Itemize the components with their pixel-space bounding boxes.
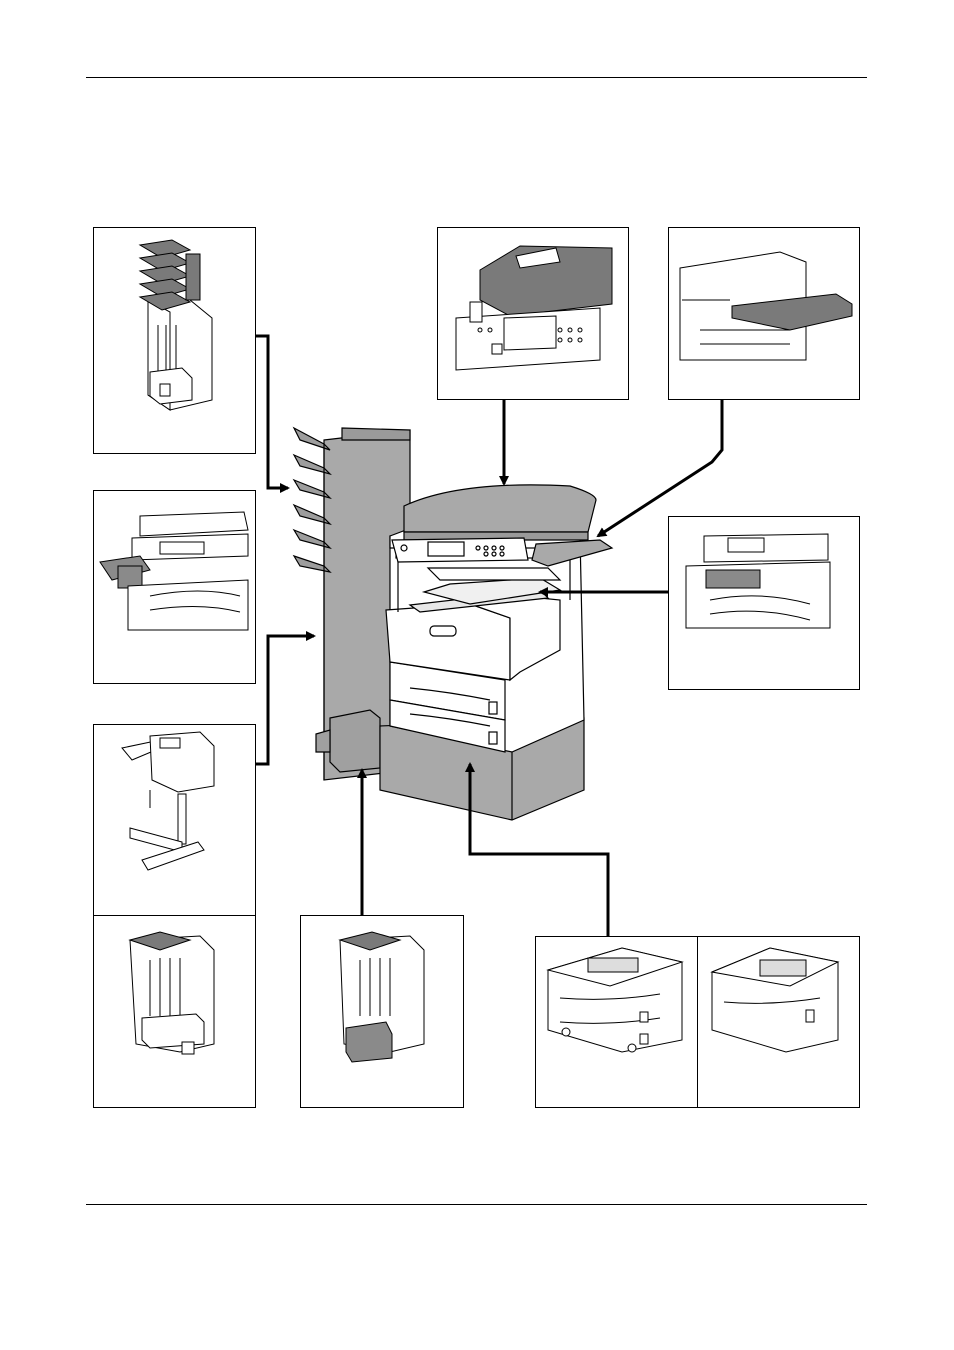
document-processor-icon — [456, 246, 612, 370]
folding-finisher-icon — [340, 932, 424, 1062]
job-separator-icon — [686, 534, 830, 628]
side-output-tray-icon — [680, 252, 852, 360]
document-finisher-icon — [130, 932, 214, 1054]
inner-tray — [428, 568, 560, 580]
paper-feeder-dual-icon — [548, 948, 682, 1052]
large-capacity-feeder-icon — [712, 948, 838, 1052]
stand-finisher-icon — [122, 732, 214, 870]
operation-panel — [392, 538, 528, 562]
main-unit — [294, 428, 612, 820]
mailbox-finisher-icon — [140, 240, 212, 410]
inner-finisher-icon — [100, 512, 248, 630]
document-processor-top — [404, 485, 596, 540]
